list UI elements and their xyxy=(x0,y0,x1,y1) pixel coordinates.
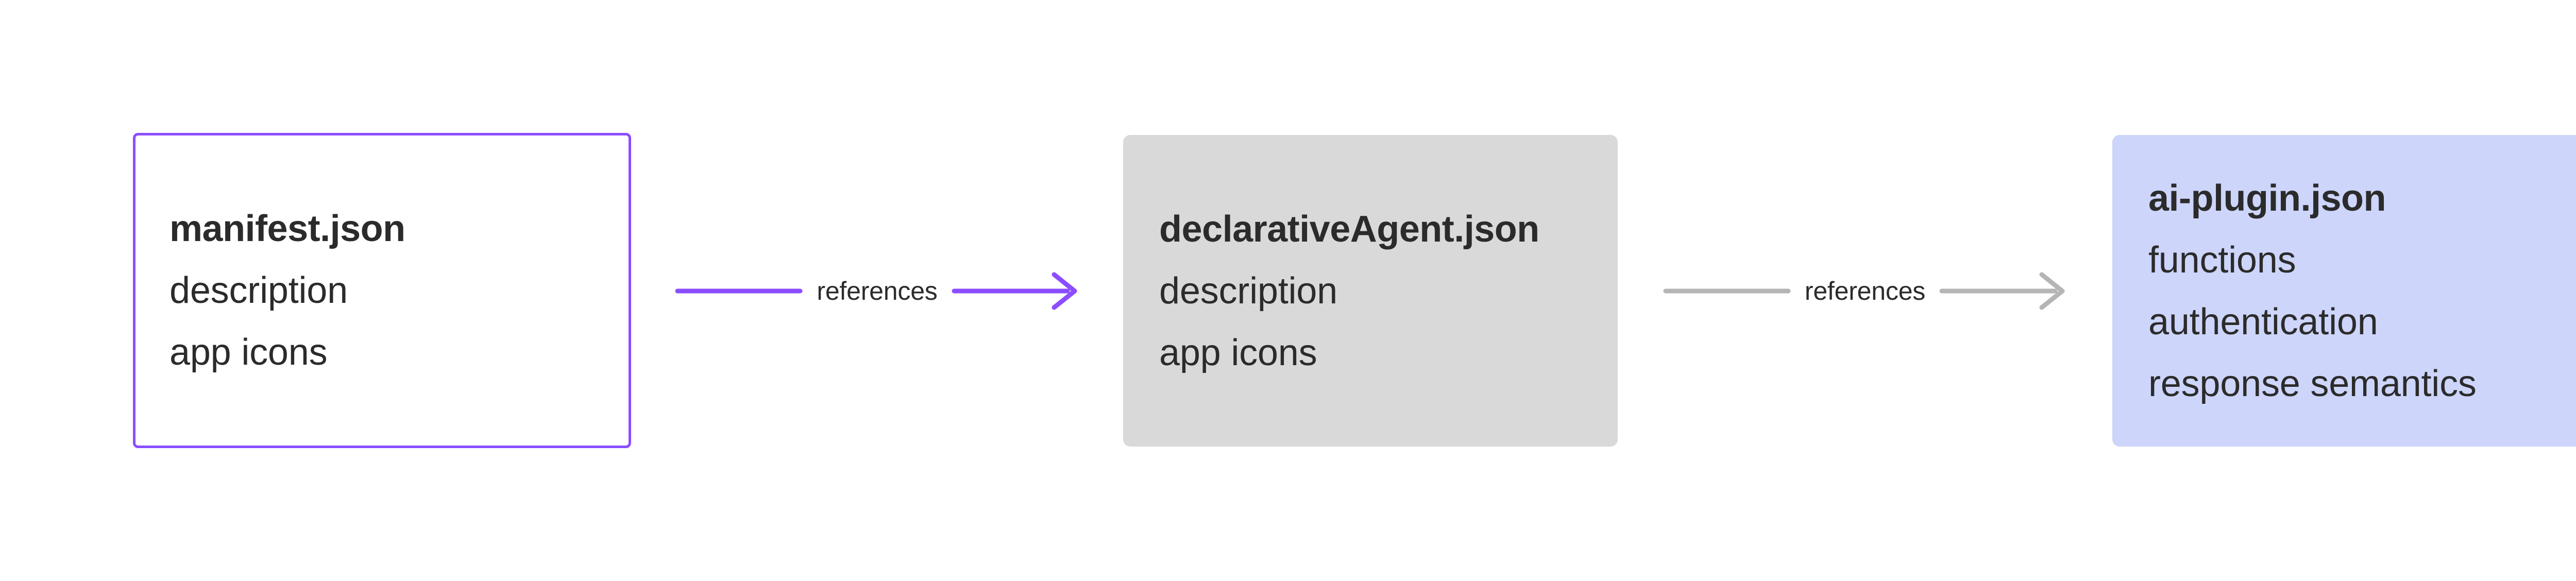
edge-2-line-left-icon xyxy=(1663,255,1791,327)
edge-manifest-to-declarative-agent: references xyxy=(631,255,1123,327)
edge-1-label: references xyxy=(817,277,938,305)
node-declarative-agent-line-description: description xyxy=(1159,270,1337,312)
edge-1-arrow-right-icon xyxy=(951,255,1080,327)
node-ai-plugin-line-authentication: authentication xyxy=(2148,301,2378,343)
node-ai-plugin-title: ai-plugin.json xyxy=(2148,177,2386,219)
node-manifest-title: manifest.json xyxy=(170,208,405,249)
node-ai-plugin-line-functions: functions xyxy=(2148,239,2296,281)
edge-2-label: references xyxy=(1804,277,1926,305)
edge-2-arrow-right-icon xyxy=(1939,255,2067,327)
node-ai-plugin-json[interactable]: ai-plugin.json functions authentication … xyxy=(2112,135,2576,447)
node-manifest-line-app-icons: app icons xyxy=(170,332,328,373)
edge-declarative-agent-to-ai-plugin: references xyxy=(1618,255,2112,327)
node-manifest-line-description: description xyxy=(170,270,348,311)
edge-1-line-left-icon xyxy=(674,255,803,327)
node-declarative-agent-line-app-icons: app icons xyxy=(1159,332,1317,373)
node-manifest-json[interactable]: manifest.json description app icons xyxy=(133,133,631,448)
node-declarative-agent-json[interactable]: declarativeAgent.json description app ic… xyxy=(1123,135,1618,447)
node-ai-plugin-line-response-semantics: response semantics xyxy=(2148,363,2477,404)
node-declarative-agent-title: declarativeAgent.json xyxy=(1159,208,1539,250)
